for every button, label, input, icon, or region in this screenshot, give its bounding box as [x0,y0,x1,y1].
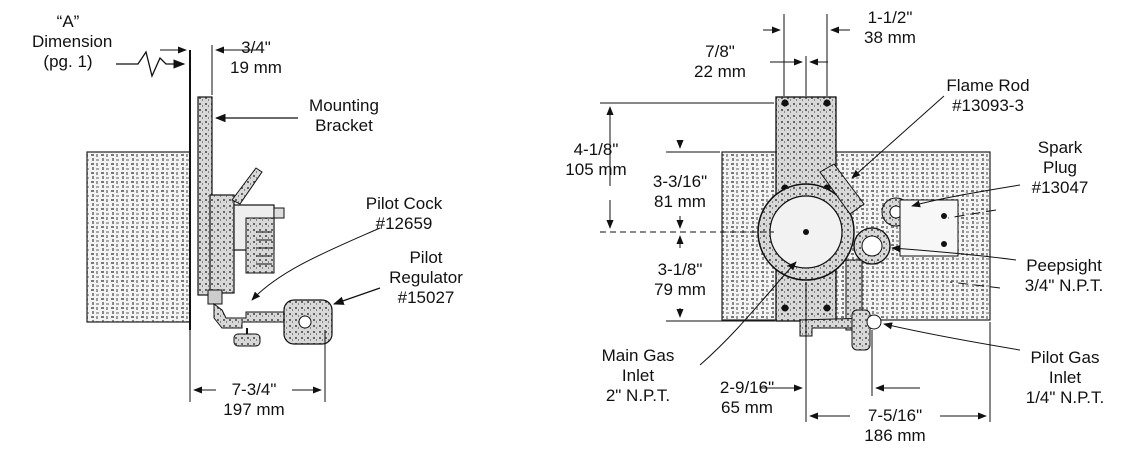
ignition-bracket [899,199,959,257]
main-gas-inlet-label: Main Gas Inlet 2" N.P.T. [588,346,688,406]
length-dimension-label: 7-3/4" 197 mm [214,380,294,420]
spark-plug-line3: #13047 [1031,178,1089,197]
pilot-regulator-line1: Pilot [409,248,443,267]
length-dim-mm: 197 mm [223,400,285,419]
pilot-gas-inlet-line2: Inlet [1048,368,1082,387]
right-front-view [600,14,1021,422]
flame-rod-stub [231,167,263,205]
offset-dim-inch: 3/4" [241,38,271,57]
pilot-gas-inlet-label: Pilot Gas Inlet 1/4" N.P.T. [1010,348,1120,408]
width-dimension-label: 1-1/2" 38 mm [850,8,930,48]
mounting-bracket-label: Mounting Bracket [302,96,386,136]
pilot-gas-inlet-nut [851,309,871,351]
a-dimension-label: “A” Dimension (pg. 1) [32,12,113,72]
peepsight-line1: Peepsight [1026,256,1102,275]
mounting-bracket-line2: Bracket [315,116,373,135]
flame-rod-body [819,163,865,215]
upper-dim-mm: 81 mm [654,192,706,211]
bolt-dim-mm: 22 mm [694,62,746,81]
width-dim-mm: 38 mm [864,28,916,47]
a-dimension-line2: Dimension [32,32,113,51]
pilot-regulator-line2: Regulator [389,268,463,287]
bolt-dim-inch: 7/8" [705,42,735,61]
a-dimension-leader [116,50,186,78]
pilot-piping [213,303,291,329]
peepsight-label: Peepsight 3/4" N.P.T. [1004,256,1124,296]
upper-dimension-label: 3-3/16" 81 mm [640,172,720,212]
mounting-bracket-line1: Mounting [309,96,379,115]
offset-dim-mm: 19 mm [230,58,282,77]
top-height-dimension-label: 4-1/8" 105 mm [556,140,636,180]
overall-dim-mm: 186 mm [864,426,926,445]
spark-plug-line2: Plug [1042,158,1078,177]
inlet-offset-dim-mm: 65 mm [721,398,773,417]
left-wall [86,151,191,323]
width-dim-inch: 1-1/2" [867,8,913,27]
top-height-dim-inch: 4-1/8" [573,140,619,159]
flame-rod-label: Flame Rod #13093-3 [938,76,1038,116]
spark-plug-label: Spark Plug #13047 [1020,138,1100,198]
pilot-gas-inlet-line1: Pilot Gas [1030,348,1100,367]
length-dim-inch: 7-3/4" [231,380,277,399]
left-side-view [86,45,381,402]
offset-dimension-label: 3/4" 19 mm [226,38,286,78]
flame-rod-line1: Flame Rod [946,76,1030,95]
upper-dim-inch: 3-3/16" [652,172,708,191]
a-dimension-line1: “A” [56,12,80,31]
top-height-dim-mm: 105 mm [565,160,627,179]
peepsight-line2: 3/4" N.P.T. [1024,276,1104,295]
pilot-gas-inlet-line3: 1/4" N.P.T. [1025,388,1105,407]
bolt-dimension-label: 7/8" 22 mm [680,42,760,82]
flame-rod-line2: #13093-3 [952,96,1024,115]
pilot-cock-knob [233,333,261,347]
side-stub [273,207,285,219]
main-gas-inlet-line3: 2" N.P.T. [605,386,671,405]
pilot-cock-label: Pilot Cock #12659 [356,194,452,234]
pilot-regulator-line3: #15027 [397,288,455,307]
spark-plug-line1: Spark [1037,138,1083,157]
pilot-regulator-label: Pilot Regulator #15027 [378,248,474,308]
pilot-cock-body [207,289,223,305]
peep-fitting [245,217,275,274]
lower-dim-inch: 3-1/8" [657,260,703,279]
pilot-cock-line1: Pilot Cock [365,194,443,213]
burner-body [209,194,235,294]
pilot-cock-line2: #12659 [375,214,433,233]
lower-dim-mm: 79 mm [654,280,706,299]
lower-dimension-label: 3-1/8" 79 mm [640,260,720,300]
main-gas-inlet-line2: Inlet [621,366,655,385]
main-gas-inlet-line1: Main Gas [601,346,675,365]
inlet-offset-dim-inch: 2-9/16" [719,378,775,397]
a-dimension-line3: (pg. 1) [43,52,93,71]
inlet-offset-dimension-label: 2-9/16" 65 mm [702,378,792,418]
overall-dimension-label: 7-5/16" 186 mm [850,406,940,446]
overall-dim-inch: 7-5/16" [867,406,923,425]
